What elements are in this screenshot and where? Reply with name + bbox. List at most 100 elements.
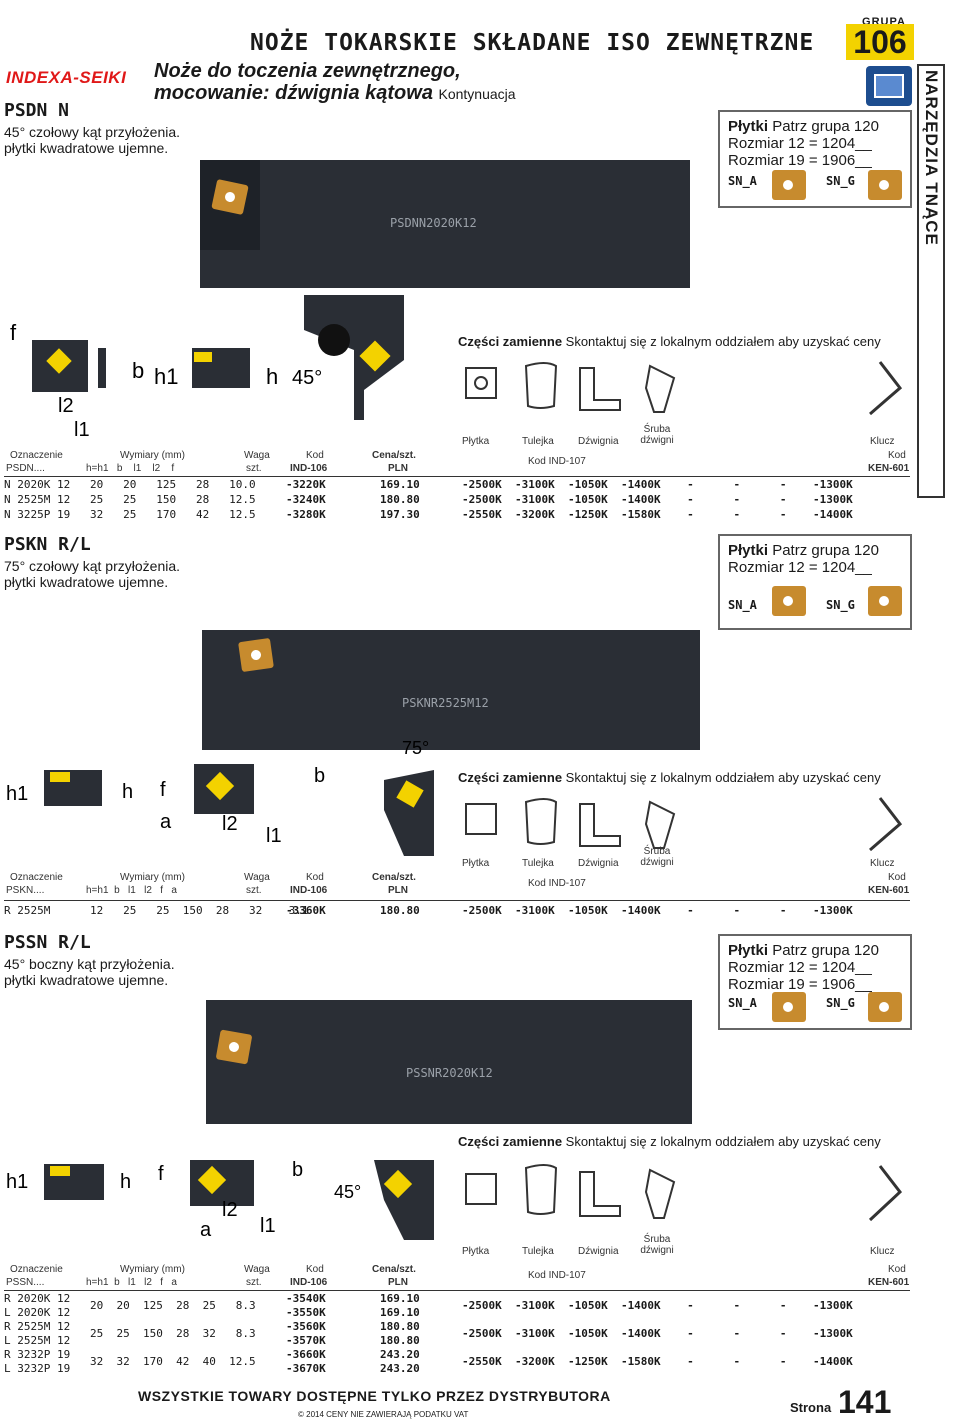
spare-text: Skontaktuj się z lokalnym oddziałem aby … [562,770,881,785]
row-kod: -3280K [286,508,326,521]
row-dims: 25 25 150 28 12.5 [90,493,256,506]
page-label: Strona [790,1400,832,1415]
row-dims: 32 25 170 42 12.5 [90,508,256,521]
row-name: L 2525M 12 [4,1334,71,1347]
hdr-wymiary: Wymiary (mm) [120,872,185,883]
subtitle-cont: Kontynuacja [438,86,516,102]
tool-holder-image: PSDNN2020K12 [200,160,690,288]
row-cena: 243.20 [380,1348,420,1361]
key-icon [868,1165,903,1222]
row-parts: -2500K -3100K -1050K -1400K - - - -1300K [462,493,853,506]
row-name: N 3225P 19 [4,508,71,521]
section-desc: 75° czołowy kąt przyłożenia. płytki kwad… [4,558,180,590]
insert-icon [238,637,274,673]
insert-a-icon [772,992,806,1022]
footer-notice: WSZYSTKIE TOWARY DOSTĘPNE TYLKO PRZEZ DY… [138,1388,611,1404]
subtitle: Noże do toczenia zewnętrznego, mocowanie… [154,60,516,105]
dim-l2: l2 [222,1199,238,1221]
label-dzwignia: Dźwignia [578,1246,619,1257]
dim-angle: 75° [402,738,429,758]
label-tulejka: Tulejka [522,858,554,869]
row-dims: 20 20 125 28 10.0 [90,478,256,491]
inserts-title: Patrz grupa 120 [768,942,879,959]
dim-l1: l1 [260,1215,276,1237]
hdr-oznaczenie: Oznaczenie [10,872,63,883]
inserts-size-2: Rozmiar 19 = 1906__ [728,152,872,169]
spare-parts-title: Części zamienne Skontaktuj się z lokalny… [458,334,881,349]
spare-text: Skontaktuj się z lokalnym oddziałem aby … [562,1134,881,1149]
hdr-cols: h=h1 b l1 l2 f a [86,885,177,896]
spare-parts-title: Części zamienne Skontaktuj się z lokalny… [458,770,881,785]
dim-l2: l2 [222,813,238,835]
label-dzwignia: Dźwignia [578,858,619,869]
inserts-box: Płytki Patrz grupa 120 Rozmiar 12 = 1204… [718,934,912,1030]
screw-icon [644,364,676,413]
hdr-ind: IND-106 [290,1277,328,1288]
row-name: R 2525M [4,904,51,917]
row-name: R 2525M 12 [4,1320,71,1333]
row-kod: -3220K [286,478,326,491]
section-desc: 45° boczny kąt przyłożenia. płytki kwadr… [4,956,175,988]
dim-h1: h1 [154,364,178,389]
hdr-wymiary: Wymiary (mm) [120,1264,185,1275]
label-tulejka: Tulejka [522,1246,554,1257]
table-row: N 3225P 19 [4,508,70,521]
subtitle-line2: mocowanie: dźwignia kątowa [154,82,433,104]
lever-icon [579,803,621,847]
dim-l1: l1 [74,419,90,440]
row-cena: 180.80 [380,493,420,506]
row-dims: 25 25 150 28 32 8.3 [90,1327,256,1340]
dim-b: b [292,1159,303,1181]
hdr-kod: Kod [306,872,324,883]
dim-f: f [10,320,17,345]
dim-l2: l2 [58,395,74,417]
dim-l1: l1 [266,825,282,847]
inserts-size-2: Rozmiar 19 = 1906__ [728,976,872,993]
hdr-wymiary: Wymiary (mm) [120,450,185,461]
label-sruba: Śruba dźwigni [640,1234,674,1256]
row-parts: -2500K -3100K -1050K -1400K - - - -1300K [462,478,853,491]
hdr-kod: Kod [306,1264,324,1275]
desc-line: 45° boczny kąt przyłożenia. [4,956,175,972]
label-klucz: Klucz [870,858,895,869]
holder-marking: PSSNR2020K12 [406,1066,493,1080]
row-dims: 12 25 25 150 28 32 3.1 [90,904,309,917]
row-cena: 180.80 [380,1320,420,1333]
row-cena: 197.30 [380,508,420,521]
row-kod: -3360K [286,904,326,917]
hdr-waga: Waga [244,1264,270,1275]
row-cena: 243.20 [380,1362,420,1375]
desc-line: 75° czołowy kąt przyłożenia. [4,558,181,574]
diagram-side-insert [194,352,212,362]
hdr-cols: h=h1 b l1 l2 f [86,463,175,474]
inserts-title-bold: Płytki [728,542,769,559]
dim-a: a [160,811,172,833]
inserts-title-bold: Płytki [728,942,769,959]
row-kod: -3240K [286,493,326,506]
spare-bold: Części zamienne [458,770,563,785]
dimension-diagram: h1 h f a l2 l1 b 45° [6,1159,434,1241]
label-sruba: Śruba dźwigni [640,424,674,446]
dim-b: b [314,765,325,787]
section-code: PSKN R/L [4,534,91,555]
side-tab-label: NARZĘDZIA TNĄCE [922,70,941,246]
label-tulejka: Tulejka [522,436,554,447]
row-kod: -3550K [286,1306,326,1319]
spare-parts-icons [465,361,903,416]
hdr-cena: Cena/szt. [372,1264,416,1275]
hdr-kod-klucz: Kod [888,1264,906,1275]
row-kod: -3540K [286,1292,326,1305]
hdr-szt: szt. [246,885,262,896]
dim-h1: h1 [6,783,28,805]
row-kod: -3570K [286,1334,326,1347]
diagram-insert [46,348,72,374]
insert-type-a: SN_A [728,174,757,188]
lever-icon [579,367,621,411]
diagram-shank [98,348,106,388]
spare-parts-icons [465,797,903,852]
spare-bold: Części zamienne [458,1134,563,1149]
hdr-pln: PLN [388,1277,408,1288]
dim-h1: h1 [6,1171,28,1193]
key-icon [869,797,903,852]
holder-marking: PSDNN2020K12 [390,216,477,230]
